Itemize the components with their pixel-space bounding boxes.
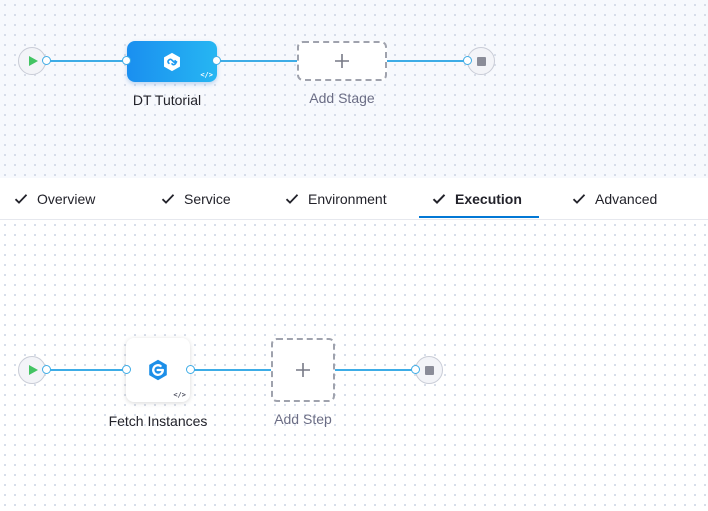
fetch-instances-icon [149,359,167,381]
play-icon [29,365,38,375]
tab-label: Environment [308,190,387,207]
check-icon [285,193,299,204]
plus-icon [335,54,349,68]
start-port [42,365,51,374]
tab-label: Execution [455,190,522,207]
connector-stage-to-add [217,60,297,62]
step-port-right [186,365,195,374]
add-stage-button[interactable] [297,41,387,81]
stage-port-right [212,56,221,65]
check-icon [161,193,175,204]
active-tab-indicator [419,216,539,218]
check-icon [572,193,586,204]
tab-overview[interactable]: Overview [14,178,95,219]
code-icon: </> [173,391,186,399]
step-port-left [122,365,131,374]
add-step-label: Add Step [274,411,332,427]
step-node-fetch-instances[interactable]: </> [126,338,190,402]
execution-canvas: </> Fetch Instances Add Step [0,220,708,511]
pipeline-start-node[interactable] [18,47,46,75]
connector-add-to-end [387,60,467,62]
play-icon [29,56,38,66]
step-label: Fetch Instances [108,413,208,429]
add-stage-label: Add Stage [309,90,375,106]
stop-icon [424,365,434,375]
connector-add-to-end [335,369,415,371]
start-port [42,56,51,65]
plus-icon [296,363,310,377]
end-port [411,365,420,374]
stage-tabs: Overview Service Environment Execution A… [0,178,708,220]
tab-execution[interactable]: Execution [432,178,522,219]
tab-service[interactable]: Service [161,178,231,219]
pipeline-canvas: </> DT Tutorial Add Stage [0,0,708,178]
end-port [463,56,472,65]
tab-advanced[interactable]: Advanced [572,178,657,219]
check-icon [14,193,28,204]
tab-label: Advanced [595,190,658,207]
check-icon [432,193,446,204]
stage-port-left [122,56,131,65]
tab-label: Overview [37,190,96,207]
stop-icon [476,56,486,66]
code-icon: </> [200,71,213,79]
connector-start-to-step [46,369,126,371]
tab-environment[interactable]: Environment [285,178,387,219]
tab-label: Service [184,190,231,207]
stage-node-dt-tutorial[interactable]: </> [127,41,217,82]
connector-step-to-add [190,369,271,371]
deployment-icon [164,52,180,71]
stage-label: DT Tutorial [132,92,202,108]
connector-start-to-stage [46,60,126,62]
add-step-button[interactable] [271,338,335,402]
